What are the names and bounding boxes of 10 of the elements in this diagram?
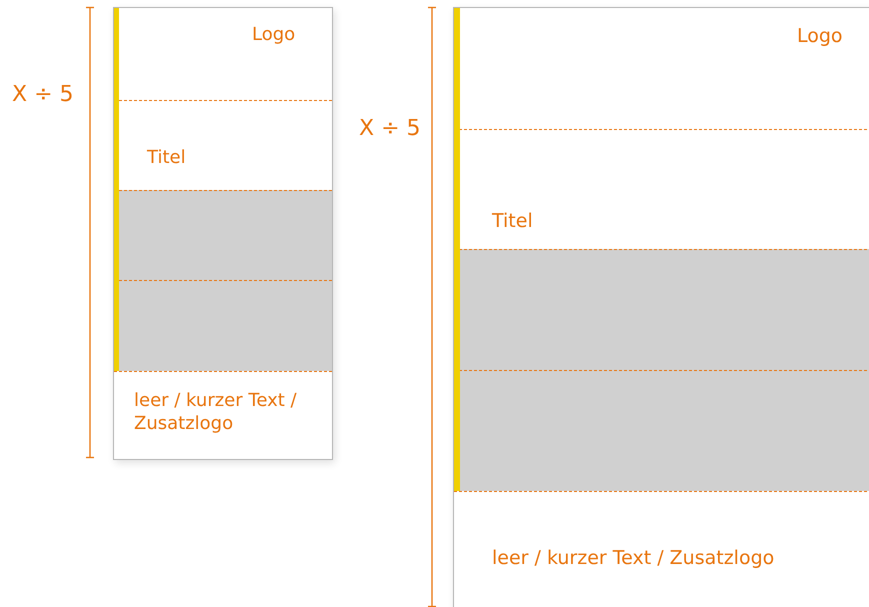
footer-zone-label: leer / kurzer Text / Zusatzlogo xyxy=(492,547,774,571)
title-zone-label: Titel xyxy=(492,210,533,234)
layout-card xyxy=(453,7,869,607)
header-zone-label: Logo xyxy=(252,24,296,46)
header-zone-label: Logo xyxy=(797,25,843,49)
dimension-label: X ÷ 5 xyxy=(12,82,74,107)
layout-card xyxy=(113,7,333,460)
dimension-label: X ÷ 5 xyxy=(359,116,420,141)
title-zone-label: Titel xyxy=(147,147,186,170)
footer-zone-label: leer / kurzer Text / Zusatzlogo xyxy=(134,390,298,435)
